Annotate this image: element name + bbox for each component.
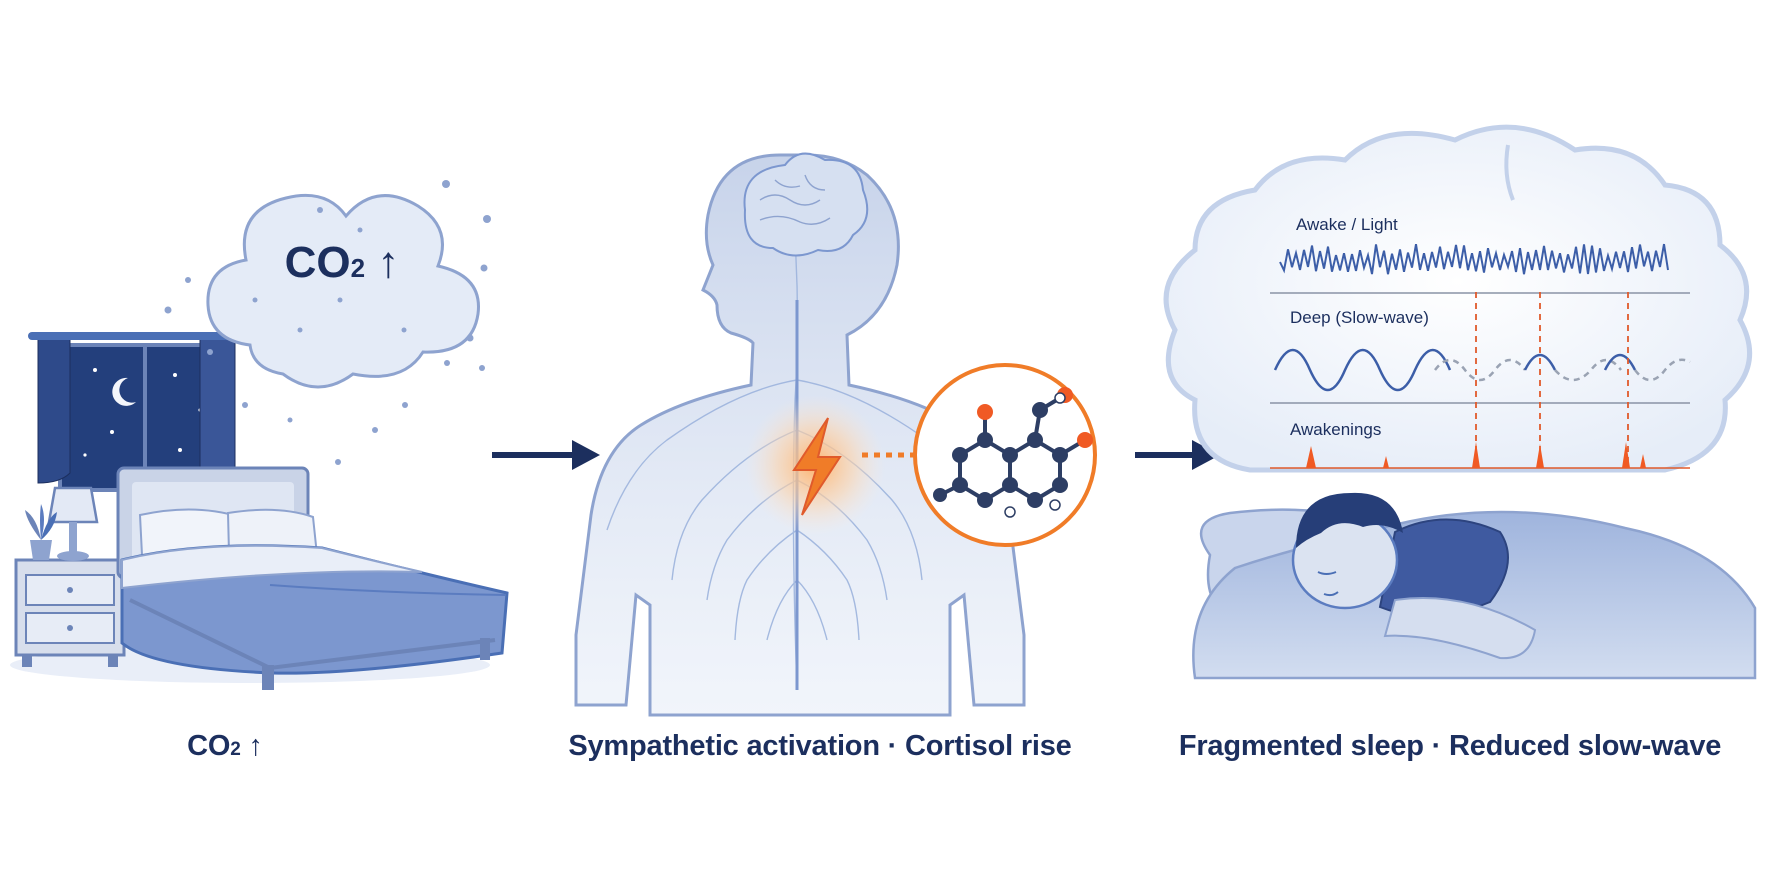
caption-step-1: CO2 ↑ [150,730,300,770]
caption-step-3: Fragmented sleep · Reduced slow-wave [1165,730,1735,770]
lamp-icon [49,488,97,561]
arrow-right-icon [492,440,600,470]
caption-step-2: Sympathetic activation · Cortisol rise [565,730,1075,770]
bedroom-scene [10,180,507,690]
cloud-icon [208,195,479,387]
cortisol-molecule-icon [915,365,1095,545]
eeg-label-awake: Awake / Light [1296,215,1398,235]
eeg-label-deep: Deep (Slow-wave) [1290,308,1429,328]
nightstand-icon [16,560,124,667]
cloud-co2-label: CO2 ↑ [262,238,422,288]
eeg-label-awakenings: Awakenings [1290,420,1381,440]
brain-outline-icon [1166,127,1750,470]
bed-icon [118,468,507,690]
bedroom-window-icon [28,332,243,490]
sleeping-person-icon [1193,493,1755,678]
